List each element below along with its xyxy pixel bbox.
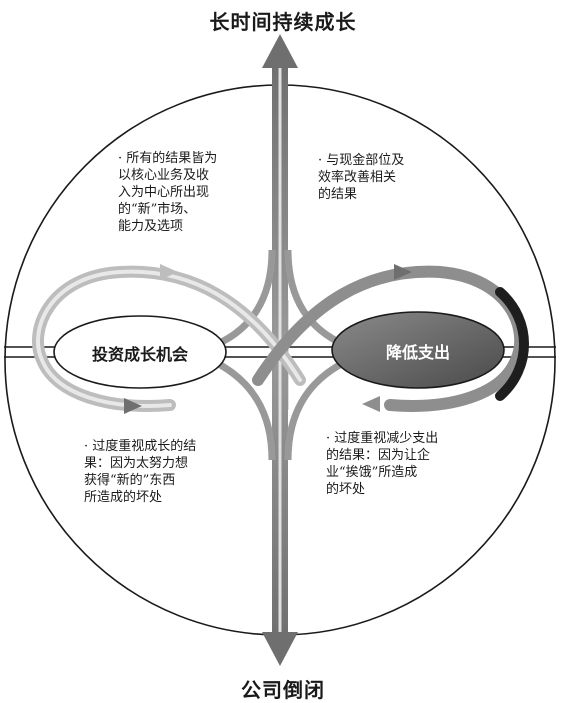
loop-right-dark-edge <box>495 287 529 401</box>
arrow-up-icon <box>262 34 298 68</box>
ellipse-right <box>331 311 505 389</box>
flow-curve-lower-right <box>284 358 347 461</box>
flow-curve-upper-left <box>213 249 276 349</box>
top-axis-label: 长时间持续成长 <box>209 10 357 34</box>
flow-curve-lower-left <box>213 358 276 461</box>
left-ellipse-label: 投资成长机会 <box>91 345 188 364</box>
arrow-down-icon <box>262 632 298 666</box>
ellipse-left <box>53 315 227 389</box>
bottom-axis-label: 公司倒闭 <box>241 678 325 702</box>
flow-curve-upper-right <box>284 249 347 349</box>
loop-arrow-lower-left-icon <box>124 398 142 414</box>
note-bottom-left: · 过度重视成长的结 果：因为太努力想 获得“新的”东西 所造成的坏处 <box>84 439 197 505</box>
loop-arrow-upper-left-icon <box>160 264 178 280</box>
note-top-right: · 与现金部位及 效率改善相关 的结果 <box>318 153 405 202</box>
loop-arrow-upper-right-icon <box>394 264 412 280</box>
right-ellipse-label: 降低支出 <box>385 343 450 362</box>
note-top-left: · 所有的结果皆为 以核心业务及收 入为中心所出现 的“新”市场、 能力及选项 <box>118 151 218 234</box>
loop-left-inner <box>36 269 302 408</box>
note-bottom-right: · 过度重视减少支出 的结果：因为让企 业“挨饿”所造成 的坏处 <box>326 431 439 497</box>
loop-arrow-lower-right-icon <box>362 396 380 412</box>
